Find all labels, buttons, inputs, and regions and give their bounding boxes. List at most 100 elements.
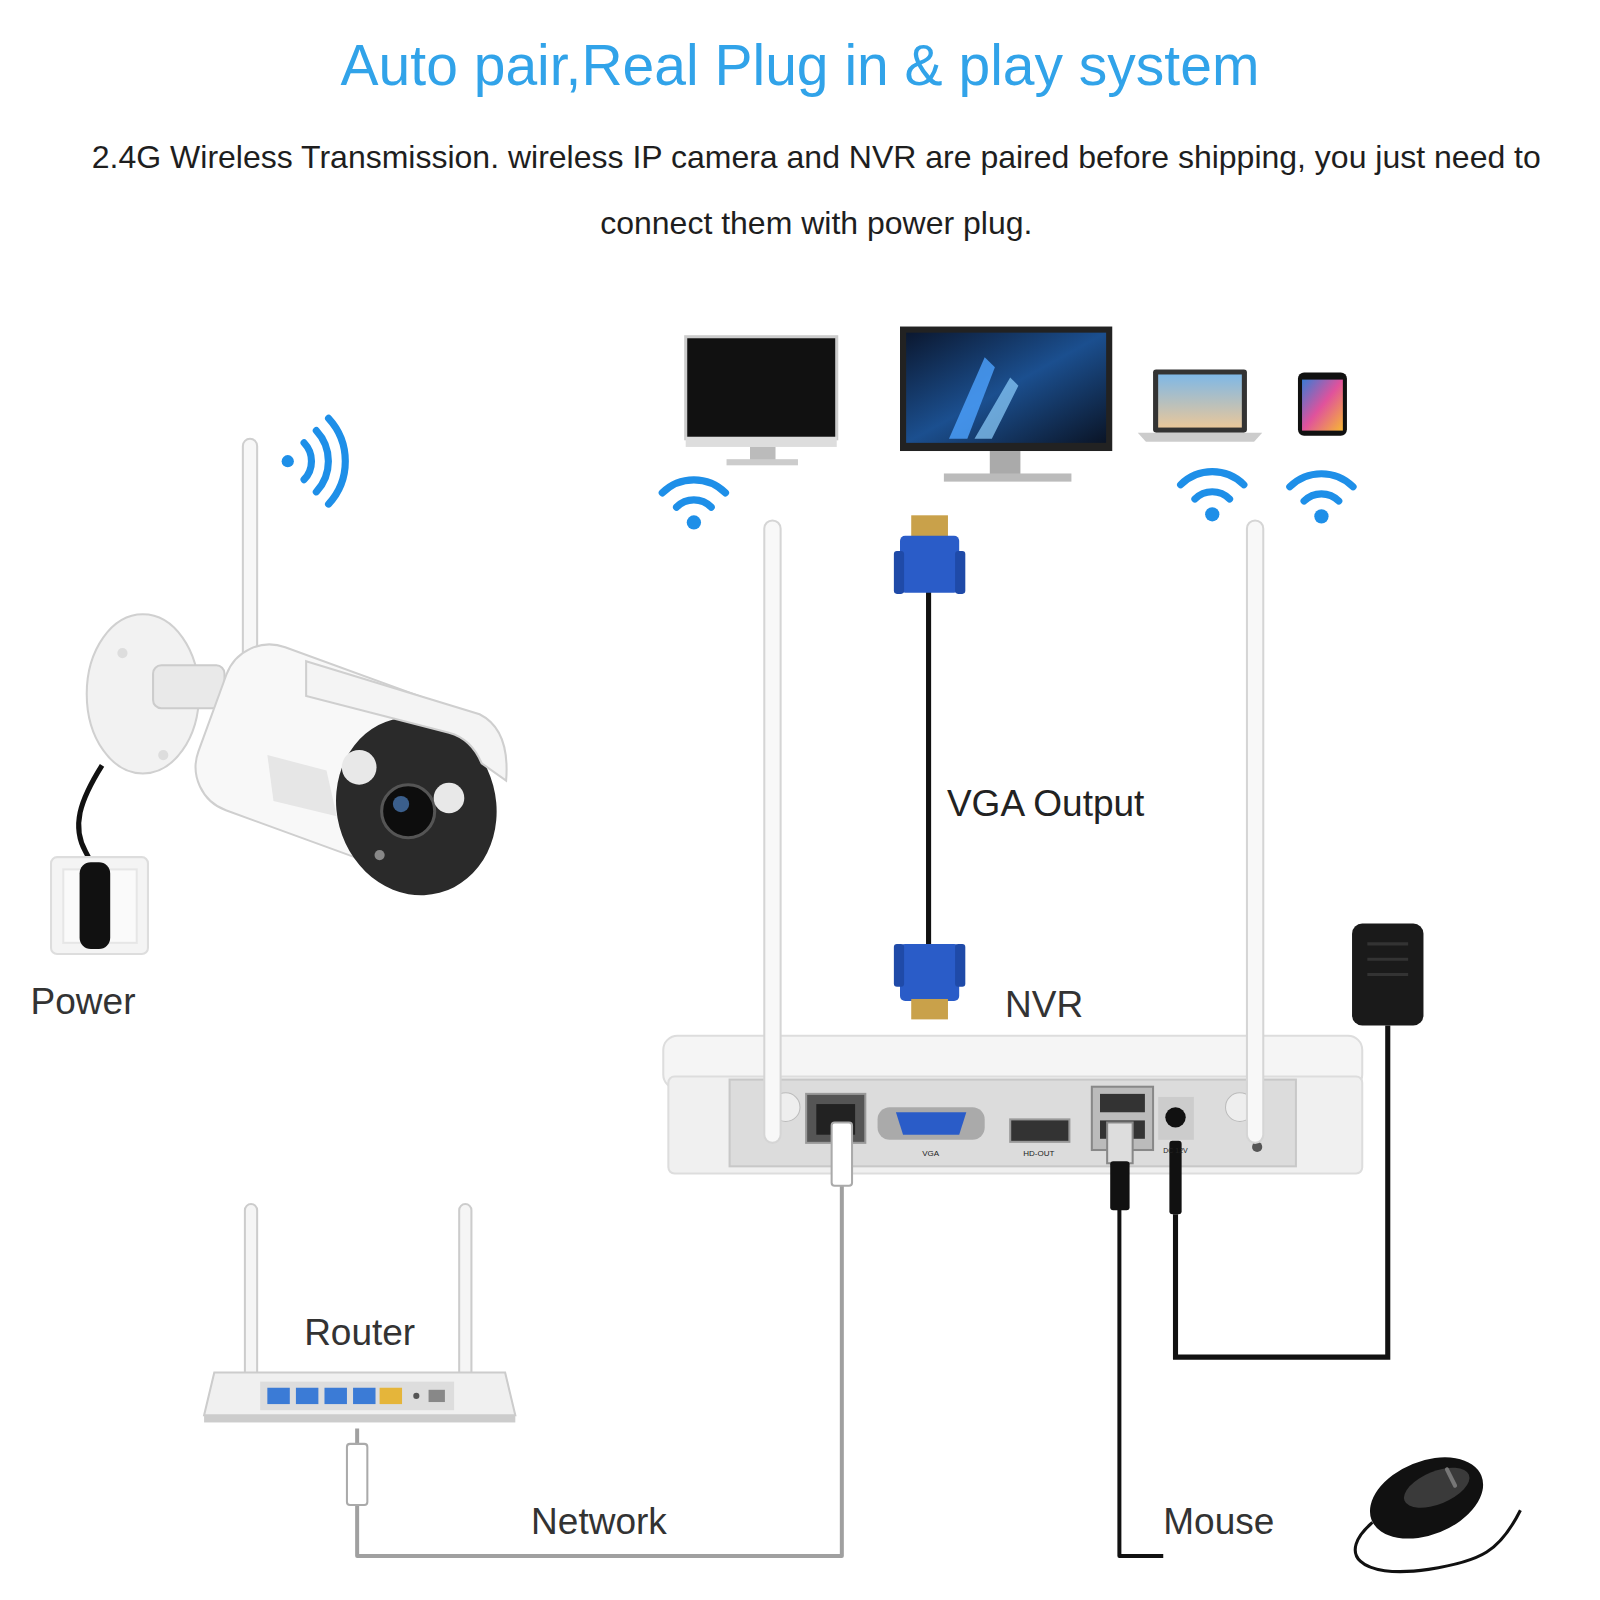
router (296, 1388, 318, 1404)
mouse (1447, 1469, 1455, 1485)
camera (342, 750, 377, 785)
mouse (1358, 1442, 1495, 1554)
cable-label: VGA Output (947, 782, 1144, 826)
nvr-port (1165, 1107, 1185, 1127)
wifi-icon (662, 472, 1353, 530)
desktop-monitor (686, 437, 837, 447)
camera (158, 750, 168, 760)
vga-monitor (900, 327, 1112, 451)
vga-cable (926, 592, 931, 944)
device-label: Power (31, 980, 136, 1024)
router-unit: Router (199, 1199, 520, 1429)
cable-plug (832, 1122, 1182, 1214)
power-outlet (80, 862, 111, 949)
cable-plug (1110, 1161, 1129, 1210)
router (245, 1204, 257, 1388)
cable-plug (1107, 1122, 1133, 1163)
wifi-icon (662, 480, 725, 493)
desktop-monitor (686, 337, 837, 466)
signal-icon (282, 455, 294, 467)
router (204, 1372, 515, 1415)
page-title: Auto pair,Real Plug in & play system (0, 31, 1600, 99)
phone (1298, 372, 1347, 435)
router (459, 1204, 471, 1388)
desktop-monitor (727, 459, 798, 465)
mouse-unit: Mouse (1163, 1449, 1535, 1582)
vga-monitor (900, 327, 1112, 482)
laptop (1138, 433, 1262, 442)
power-adapter (1176, 1026, 1388, 1358)
vga-monitor (974, 378, 1018, 439)
subtitle: 2.4G Wireless Transmission. wireless IP … (82, 124, 1551, 256)
wifi-icon (1290, 474, 1353, 487)
wifi-icon (1314, 509, 1328, 523)
cable-label: Network (527, 1500, 671, 1544)
power-adapter (1367, 942, 1408, 945)
router (204, 1415, 515, 1422)
laptop (1158, 374, 1242, 427)
power-outlet (51, 857, 148, 954)
wifi-icon (1181, 472, 1244, 485)
camera (393, 796, 409, 812)
camera (374, 850, 384, 860)
vga-monitor (944, 473, 1072, 481)
router (260, 1382, 454, 1411)
router (324, 1388, 346, 1404)
signal-icon (329, 418, 346, 504)
camera (382, 785, 435, 838)
vga-cable (955, 944, 965, 987)
network-cable (357, 1173, 842, 1556)
mouse (1398, 1460, 1475, 1516)
nvr-port (1010, 1119, 1069, 1141)
wifi-icon (662, 480, 725, 530)
router (267, 1388, 289, 1404)
laptop (1138, 369, 1262, 441)
wifi-icon (1290, 474, 1353, 524)
wifi-icon (677, 500, 712, 507)
camera (306, 661, 506, 780)
wifi-icon (1195, 492, 1230, 499)
camera (79, 765, 102, 867)
nvr-port (878, 1107, 985, 1140)
desktop-monitor (750, 447, 776, 461)
camera (153, 665, 224, 708)
vga-cable (900, 536, 959, 593)
router (380, 1388, 402, 1404)
power-outlet (51, 857, 148, 954)
nvr-port (806, 1087, 1194, 1150)
port-label: HD-OUT (1023, 1149, 1054, 1159)
wifi-icon (1205, 507, 1219, 521)
camera (79, 439, 517, 914)
power-adapter (1367, 958, 1408, 961)
nvr-port (1158, 1097, 1194, 1140)
power-adapter (1367, 973, 1408, 976)
vga-cable (955, 551, 965, 594)
port-label: VGA (922, 1149, 939, 1159)
nvr-port (896, 1112, 966, 1134)
vga-cable (911, 999, 948, 1019)
wifi-icon (1181, 472, 1244, 522)
vga-monitor (906, 333, 1106, 443)
antenna (764, 520, 1263, 1142)
power-adapter (1352, 923, 1423, 1025)
camera (117, 648, 127, 658)
device-label: Router (304, 1311, 415, 1355)
nvr-port (1100, 1094, 1145, 1112)
router (353, 1388, 375, 1404)
desktop-monitor (686, 337, 837, 439)
vga-cable (894, 944, 904, 987)
camera (434, 783, 465, 814)
signal-icon (304, 443, 311, 480)
vga-cable (900, 944, 959, 1001)
camera (267, 755, 336, 816)
phone (1302, 380, 1343, 431)
vga-cable (894, 515, 965, 1019)
usb-cable (1119, 1173, 1163, 1556)
mouse (1355, 1442, 1520, 1572)
laptop (1153, 369, 1247, 432)
signal-icon (316, 431, 328, 492)
router (429, 1390, 445, 1402)
device-label: Mouse (1163, 1500, 1274, 1544)
port-label: DC 12V (1163, 1147, 1188, 1155)
